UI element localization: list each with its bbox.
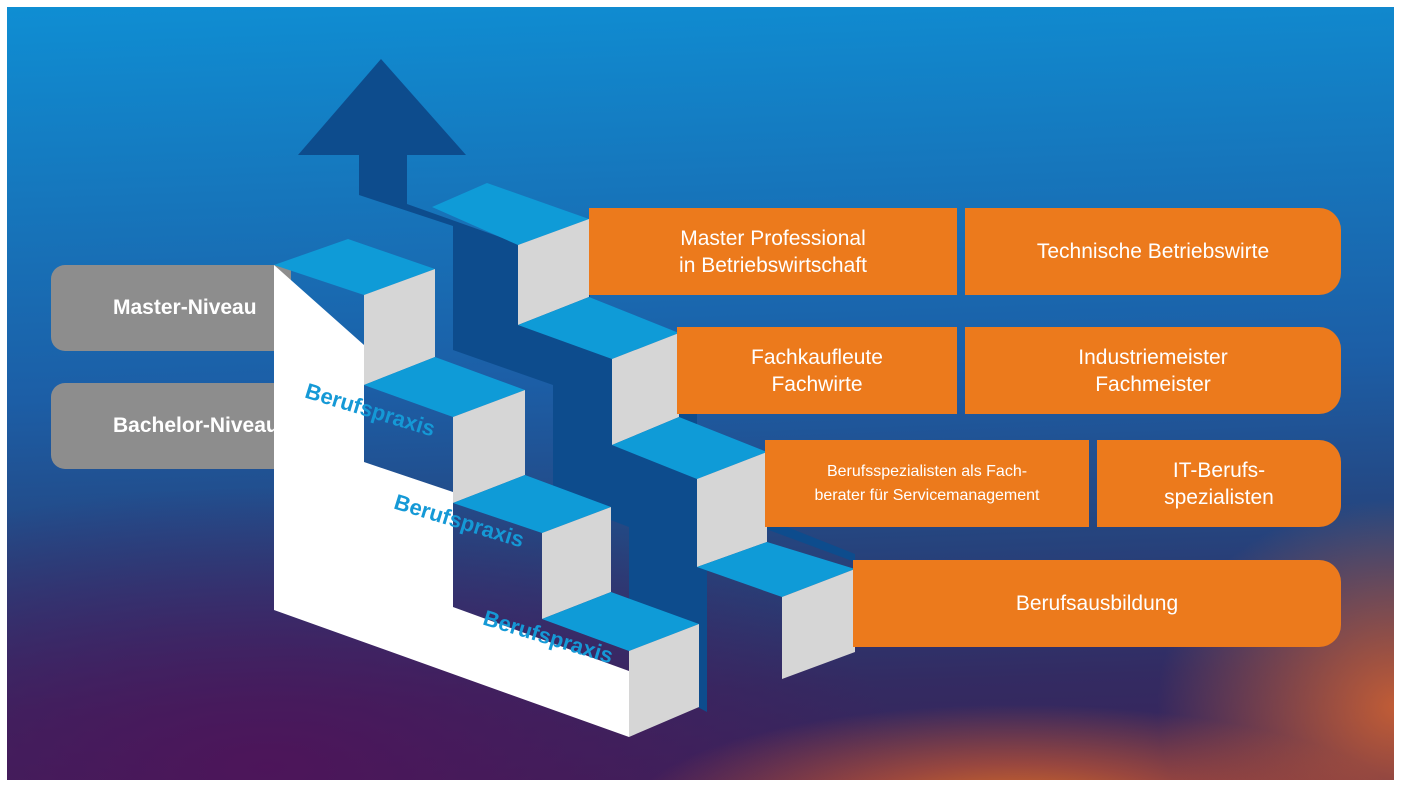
- left-step-4-riser: [629, 624, 699, 737]
- qualification-it-berufsspezialisten: IT-Berufs- spezialisten: [1097, 440, 1341, 527]
- left-step-4-tread: [542, 592, 699, 651]
- level-bachelor-box: Bachelor-Niveau: [51, 383, 291, 469]
- step-4-riser: [782, 569, 855, 679]
- step-3-tread: [612, 417, 767, 479]
- level-bachelor-label: Bachelor-Niveau: [113, 414, 279, 437]
- staircase-illustration: [274, 59, 855, 737]
- career-path-band: [359, 142, 855, 712]
- left-step-3-riser: [542, 507, 611, 619]
- level-master-box: Master-Niveau: [51, 265, 291, 351]
- left-step-1-riser: [364, 269, 435, 385]
- level-master-label: Master-Niveau: [113, 296, 257, 319]
- diagram-background: Master-Niveau Bachelor-Niveau Berufspr: [7, 7, 1394, 780]
- qualification-fachkaufleute-fachwirte: Fachkaufleute Fachwirte: [677, 327, 957, 414]
- arrow-up-icon: [298, 59, 466, 155]
- qualification-master-professional: Master Professional in Betriebswirtschaf…: [589, 208, 957, 295]
- left-step-2-tread: [364, 357, 525, 417]
- qualification-berufsspezialisten-servicemanagement: Berufsspezialisten als Fach- berater für…: [765, 440, 1089, 527]
- left-step-3-tread: [453, 475, 611, 533]
- step-1-riser: [518, 219, 589, 325]
- staircase-side-face: [274, 265, 629, 737]
- step-2-tread: [518, 297, 679, 359]
- left-step-2-riser: [453, 390, 525, 503]
- step-3-riser: [697, 452, 767, 567]
- qualification-industriemeister-fachmeister: Industriemeister Fachmeister: [965, 327, 1341, 414]
- step-1-tread: [432, 183, 589, 245]
- qualification-technische-betriebswirte: Technische Betriebswirte: [965, 208, 1341, 295]
- step-4-tread: [697, 542, 855, 597]
- step-2-riser: [612, 333, 679, 445]
- left-step-1-tread: [274, 239, 435, 295]
- qualification-berufsausbildung: Berufsausbildung: [853, 560, 1341, 647]
